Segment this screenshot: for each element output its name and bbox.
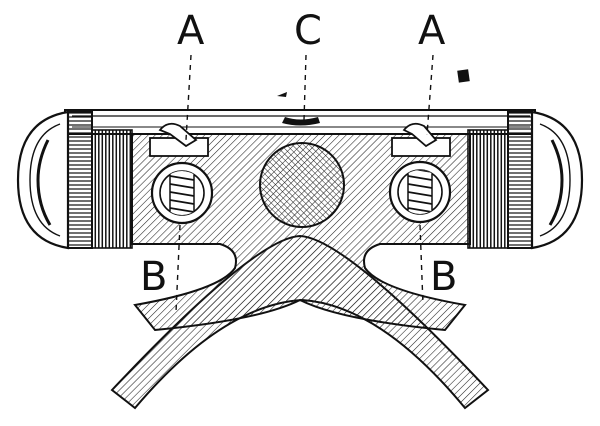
leader-b-right xyxy=(419,224,424,306)
right-screw-boss xyxy=(388,122,452,224)
label-b-left: B xyxy=(140,254,167,300)
center-pin xyxy=(259,142,345,228)
label-b-right: B xyxy=(430,254,457,300)
leader-a-left xyxy=(185,54,192,141)
left-end-assembly xyxy=(16,110,133,250)
top-rod xyxy=(64,109,536,135)
leader-lines xyxy=(175,54,434,313)
leader-b-left xyxy=(175,224,181,313)
right-end-assembly xyxy=(467,110,584,250)
label-c: C xyxy=(294,8,322,54)
leader-c xyxy=(303,54,307,121)
label-a-right: A xyxy=(418,8,446,54)
left-screw-boss xyxy=(149,122,214,225)
clamp-body xyxy=(131,131,471,332)
leader-a-right xyxy=(426,54,434,136)
label-a-left: A xyxy=(177,8,205,54)
print-marks xyxy=(277,69,470,97)
